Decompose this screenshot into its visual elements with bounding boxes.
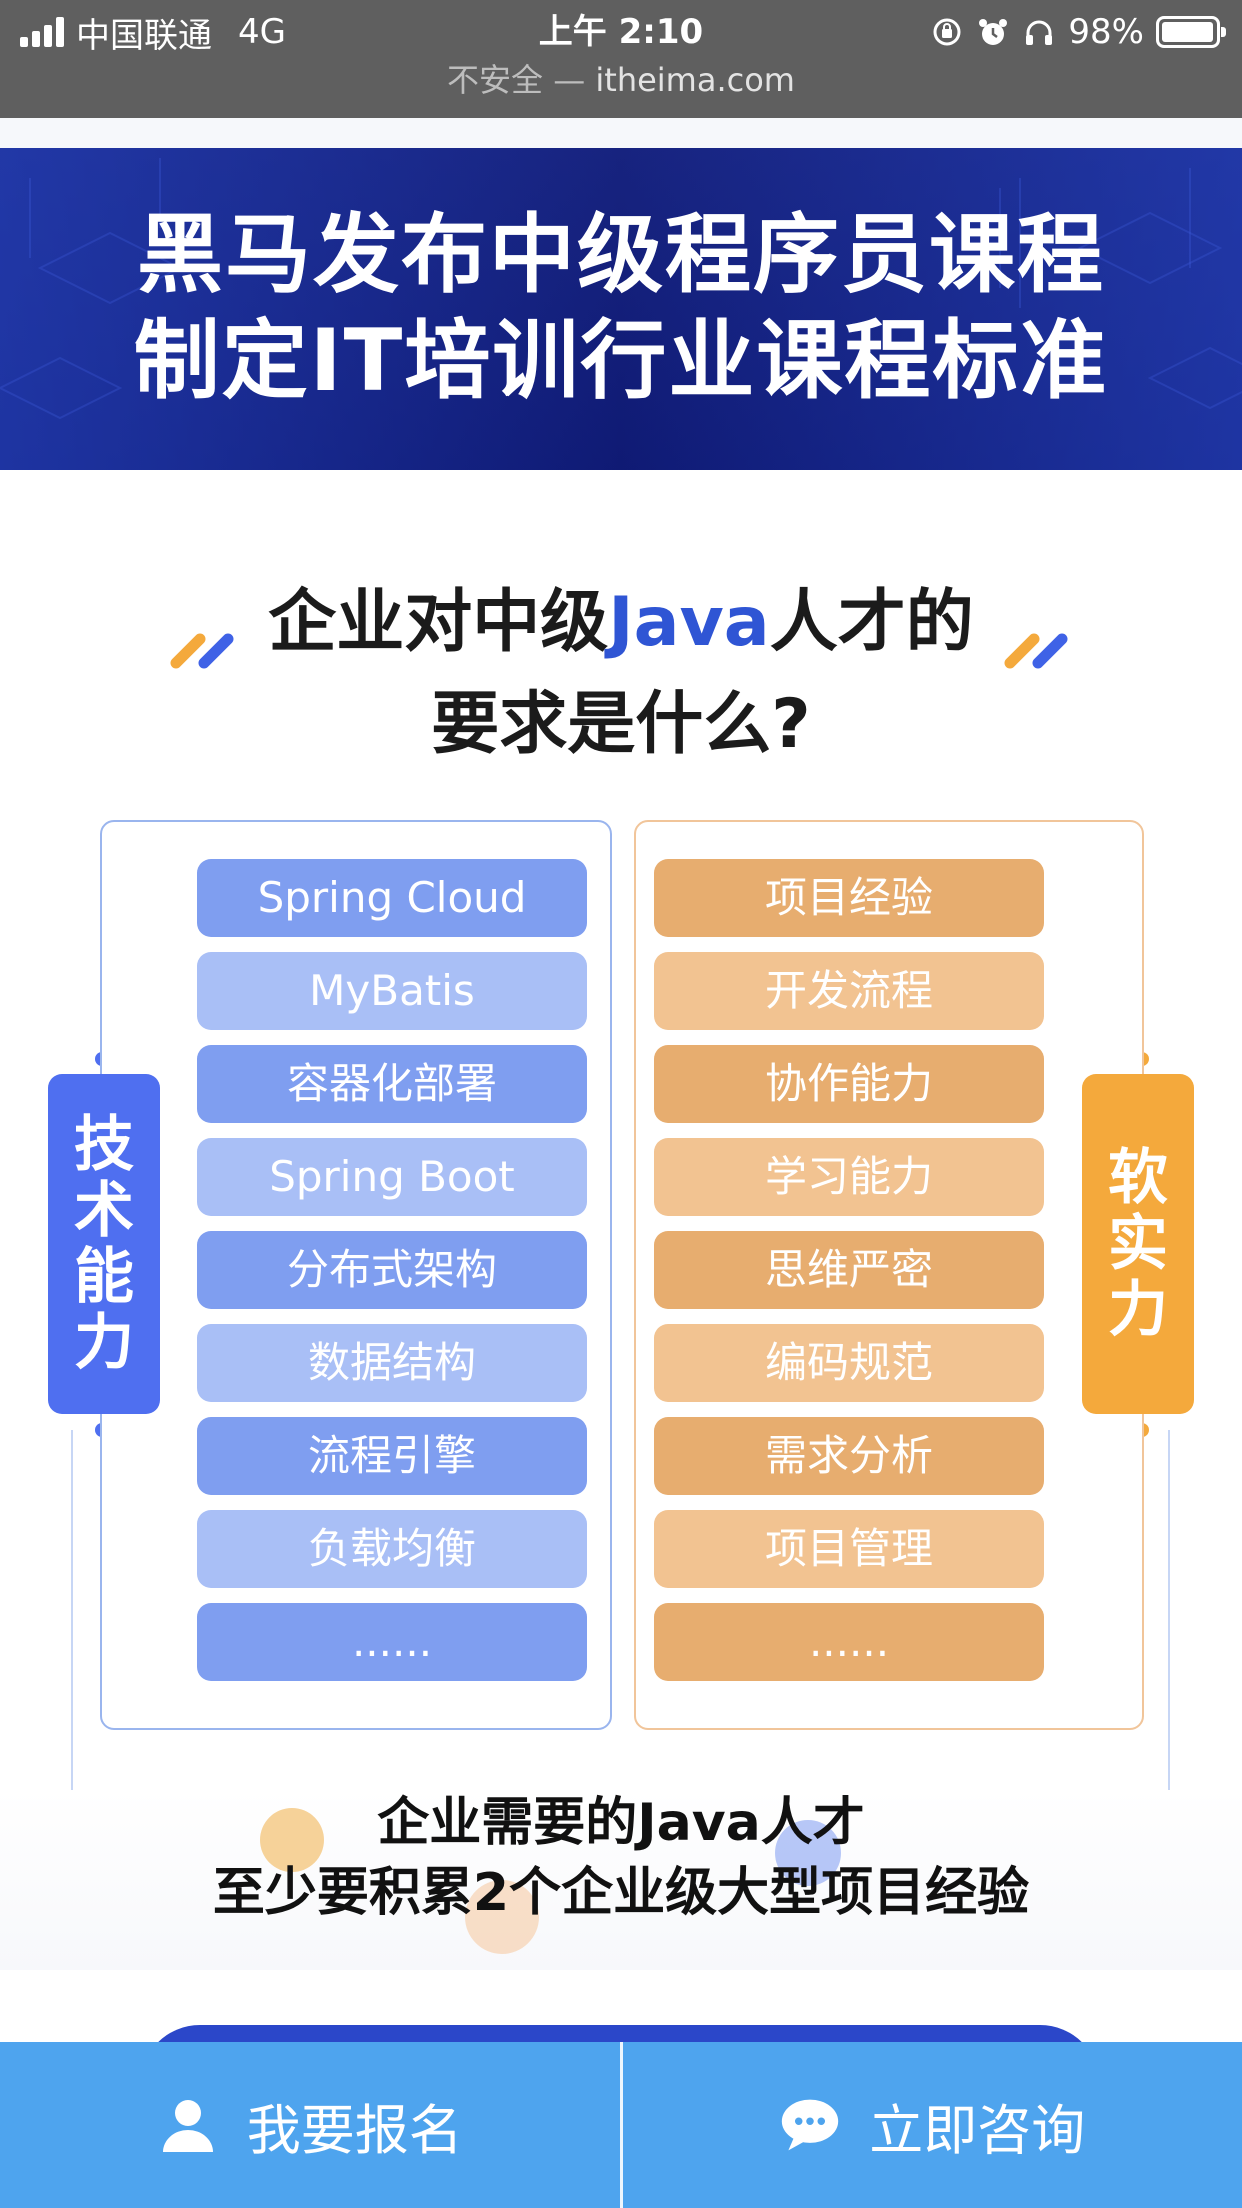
alarm-clock-icon — [976, 15, 1010, 49]
battery-percent: 98% — [1068, 12, 1144, 52]
note-line-1: 企业需要的Java人才 — [377, 1793, 865, 1853]
section-heading: 企业对中级Java人才的 要求是什么? — [0, 575, 1242, 773]
heading-line-1: 企业对中级Java人才的 — [0, 575, 1242, 671]
url-domain: itheima.com — [595, 61, 795, 99]
tech-skill-item: Spring Cloud — [197, 859, 587, 937]
tech-skill-item: 容器化部署 — [197, 1045, 587, 1123]
page-top-gap — [0, 118, 1242, 148]
action-divider — [619, 2042, 623, 2208]
tech-skill-item: ...... — [197, 1603, 587, 1681]
double-slash-decor-icon — [168, 601, 240, 669]
rotation-lock-icon — [930, 15, 964, 49]
soft-skill-item: 学习能力 — [654, 1138, 1044, 1216]
hero-title: 黑马发布中级程序员课程 制定IT培训行业课程标准 — [0, 202, 1242, 414]
decor-bubble — [465, 1880, 539, 1954]
headphones-icon — [1022, 15, 1056, 49]
double-slash-decor-icon — [1002, 601, 1074, 669]
decor-bubble — [775, 1820, 841, 1886]
hero-title-line-1: 黑马发布中级程序员课程 — [137, 205, 1105, 305]
tech-skill-item: 分布式架构 — [197, 1231, 587, 1309]
heading-java-accent: Java — [608, 583, 770, 662]
consult-button-label: 立即咨询 — [869, 2098, 1086, 2162]
soft-skill-item: 思维严密 — [654, 1231, 1044, 1309]
hero-banner[interactable]: 黑马发布中级程序员课程 制定IT培训行业课程标准 — [0, 148, 1242, 470]
soft-skill-item: 编码规范 — [654, 1324, 1044, 1402]
status-time: 上午 2:10 — [538, 12, 704, 52]
signup-button[interactable]: 我要报名 — [0, 2042, 620, 2208]
soft-skill-item: ...... — [654, 1603, 1044, 1681]
tech-skill-item: 流程引擎 — [197, 1417, 587, 1495]
soft-skill-item: 需求分析 — [654, 1417, 1044, 1495]
heading-suffix: 人才的 — [769, 583, 974, 662]
soft-skill-item: 项目经验 — [654, 859, 1044, 937]
tech-skill-item: MyBatis — [197, 952, 587, 1030]
decor-bubble — [260, 1808, 324, 1872]
note-line-2: 至少要积累2个企业级大型项目经验 — [212, 1863, 1030, 1923]
heading-line-2: 要求是什么? — [431, 685, 811, 764]
bottom-note: 企业需要的Java人才 至少要积累2个企业级大型项目经验 — [0, 1788, 1242, 1928]
heading-prefix: 企业对中级 — [268, 583, 609, 662]
heading-text: 企业对中级Java人才的 — [268, 575, 973, 671]
battery-level-fill — [1162, 22, 1213, 42]
browser-status-bar: 中国联通 4G 上午 2:10 98% 不安全 — itheima.com — [0, 0, 1242, 118]
soft-skill-item: 协作能力 — [654, 1045, 1044, 1123]
tech-skills-tag: 技术能力 — [48, 1074, 160, 1414]
security-label: 不安全 — [447, 61, 544, 99]
tech-skill-item: Spring Boot — [197, 1138, 587, 1216]
signup-button-label: 我要报名 — [246, 2098, 463, 2162]
consult-button[interactable]: 立即咨询 — [623, 2042, 1242, 2208]
network-type: 4G — [238, 12, 286, 52]
url-separator: — — [553, 61, 586, 99]
battery-icon — [1156, 16, 1226, 48]
soft-skills-tag: 软实力 — [1082, 1074, 1194, 1414]
hero-background-pattern — [0, 148, 1242, 470]
user-icon — [157, 2094, 219, 2156]
cellular-signal-icon — [20, 17, 64, 47]
carrier-name: 中国联通 — [76, 15, 212, 56]
tech-skill-item: 数据结构 — [197, 1324, 587, 1402]
note-background — [0, 1790, 1242, 1970]
hero-title-line-2: 制定IT培训行业课程标准 — [133, 311, 1109, 411]
tech-skill-item: 负载均衡 — [197, 1510, 587, 1588]
bottom-action-bar: 我要报名 立即咨询 — [0, 2042, 1242, 2208]
status-left: 中国联通 4G — [20, 10, 286, 56]
chat-bubble-icon — [779, 2094, 841, 2156]
soft-skill-item: 项目管理 — [654, 1510, 1044, 1588]
soft-skill-item: 开发流程 — [654, 952, 1044, 1030]
status-right: 98% — [930, 10, 1226, 54]
url-bar[interactable]: 不安全 — itheima.com — [0, 58, 1242, 102]
